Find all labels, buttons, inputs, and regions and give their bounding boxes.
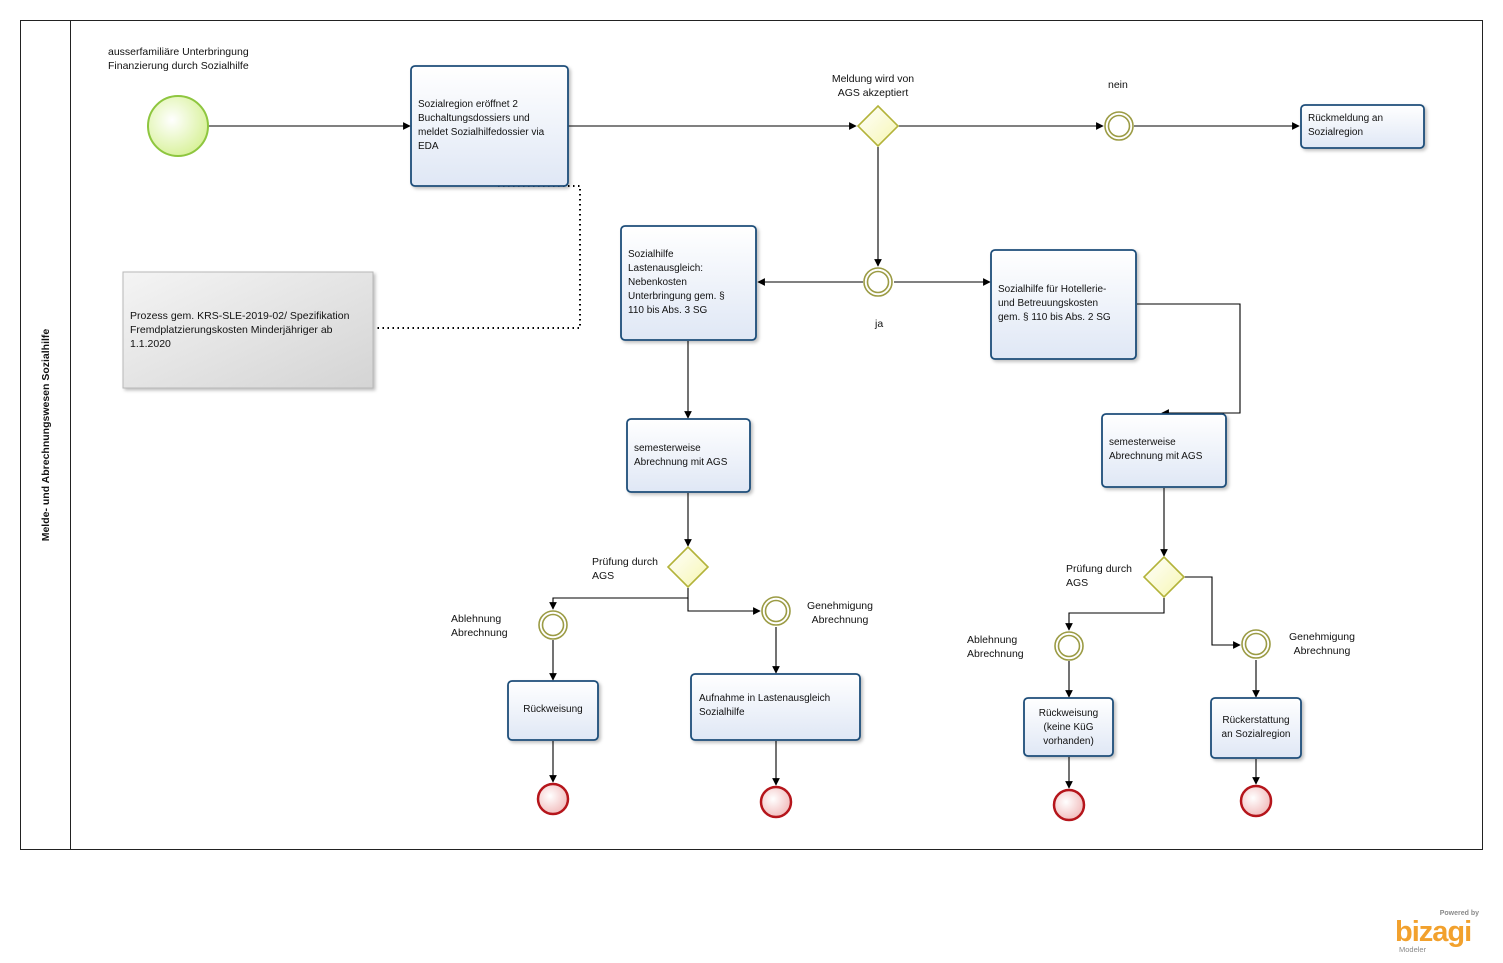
intermediate-event-ja (863, 267, 893, 297)
event-ablehnung-right-label: Ablehnung Abrechnung (967, 634, 1024, 660)
task-hotellerie (990, 249, 1137, 360)
task-eroeffnet-dossiers (410, 65, 569, 187)
event-ablehnung-left-label: Ablehnung Abrechnung (451, 613, 508, 639)
annotation-association (376, 185, 581, 329)
task-aufnahme (690, 673, 861, 741)
start-event (147, 95, 209, 157)
task-rueckweisung-kueg (1023, 697, 1114, 757)
intermediate-event-genehmigung-left (761, 596, 791, 626)
intermediate-event-genehmigung-right (1241, 629, 1271, 659)
annotation-box (122, 271, 374, 389)
end-event-rueckweisung (536, 782, 570, 816)
task-rueckerstattung-text[interactable]: Rückerstattung an Sozialregion (1221, 715, 1291, 740)
brand-powered-by: Powered by (1439, 910, 1479, 917)
lane-title-text: Melde- und Abrechnungswesen Sozialhilfe (40, 328, 52, 542)
end-event-rueckweisung-kueg (1052, 788, 1086, 822)
task-rueckerstattung (1210, 697, 1302, 759)
task-semester-right (1101, 413, 1227, 488)
event-ja-label: ja (875, 318, 884, 330)
gateway-pruefung-left-label: Prüfung durch AGS (592, 556, 658, 582)
intermediate-event-nein (1104, 111, 1134, 141)
gateway-meldung-akzeptiert-label: Meldung wird von AGS akzeptiert (831, 73, 915, 99)
lane-title: Melde- und Abrechnungswesen Sozialhilfe (40, 329, 70, 655)
task-aufnahme-text[interactable]: Aufnahme in Lastenausgleich Sozialhilfe (699, 693, 831, 718)
task-lastenausgleich-text[interactable]: Sozialhilfe Lastenausgleich: Nebenkosten… (628, 249, 725, 316)
gateway-pruefung-right (1142, 555, 1186, 599)
flow-hotellerie-to-semester (1137, 303, 1241, 417)
start-event-label: ausserfamiliäre Unterbringung Finanzieru… (108, 46, 249, 72)
gateway-pruefung-left (666, 545, 710, 589)
pool-border (20, 20, 1483, 850)
gateway-meldung-akzeptiert (856, 104, 900, 148)
intermediate-event-ablehnung-right (1054, 631, 1084, 661)
brand-product: Modeler (1399, 945, 1427, 954)
event-genehmigung-right-label: Genehmigung Abrechnung (1289, 631, 1355, 657)
task-rueckweisung (507, 680, 599, 741)
flow-g2-to-ablehnung (549, 588, 689, 610)
task-semester-right-text[interactable]: semesterweise Abrechnung mit AGS (1109, 437, 1203, 462)
brand-name: bizagi (1395, 916, 1472, 948)
task-hotellerie-text[interactable]: Sozialhilfe für Hotellerie- und Betreuun… (998, 284, 1111, 323)
end-event-rueckerstattung (1239, 784, 1273, 818)
event-nein-label: nein (1108, 79, 1128, 91)
task-rueckweisung-kueg-text[interactable]: Rückweisung (keine KüG vorhanden) (1038, 708, 1099, 747)
task-rueckmeldung (1300, 104, 1425, 149)
task-eroeffnet-dossiers-text[interactable]: Sozialregion eröffnet 2 Buchaltungsdossi… (418, 99, 545, 152)
task-rueckweisung-text[interactable]: Rückweisung (523, 704, 583, 715)
task-semester-left-text[interactable]: semesterweise Abrechnung mit AGS (634, 443, 728, 468)
bizagi-logo: Powered by bizagi Modeler (1395, 908, 1485, 956)
end-event-aufnahme (759, 785, 793, 819)
flow-g3-to-genehmigung (1184, 576, 1241, 649)
flow-g2-to-genehmigung (687, 598, 761, 615)
intermediate-event-ablehnung-left (538, 610, 568, 640)
gateway-pruefung-right-label: Prüfung durch AGS (1066, 563, 1132, 589)
flow-g3-to-ablehnung (1065, 598, 1165, 631)
event-genehmigung-left-label: Genehmigung Abrechnung (807, 600, 873, 626)
task-semester-left (626, 418, 751, 493)
task-rueckmeldung-text[interactable]: Rückmeldung an Sozialregion (1308, 113, 1384, 138)
annotation-text: Prozess gem. KRS-SLE-2019-02/ Spezifikat… (130, 310, 350, 350)
task-lastenausgleich (620, 225, 757, 341)
